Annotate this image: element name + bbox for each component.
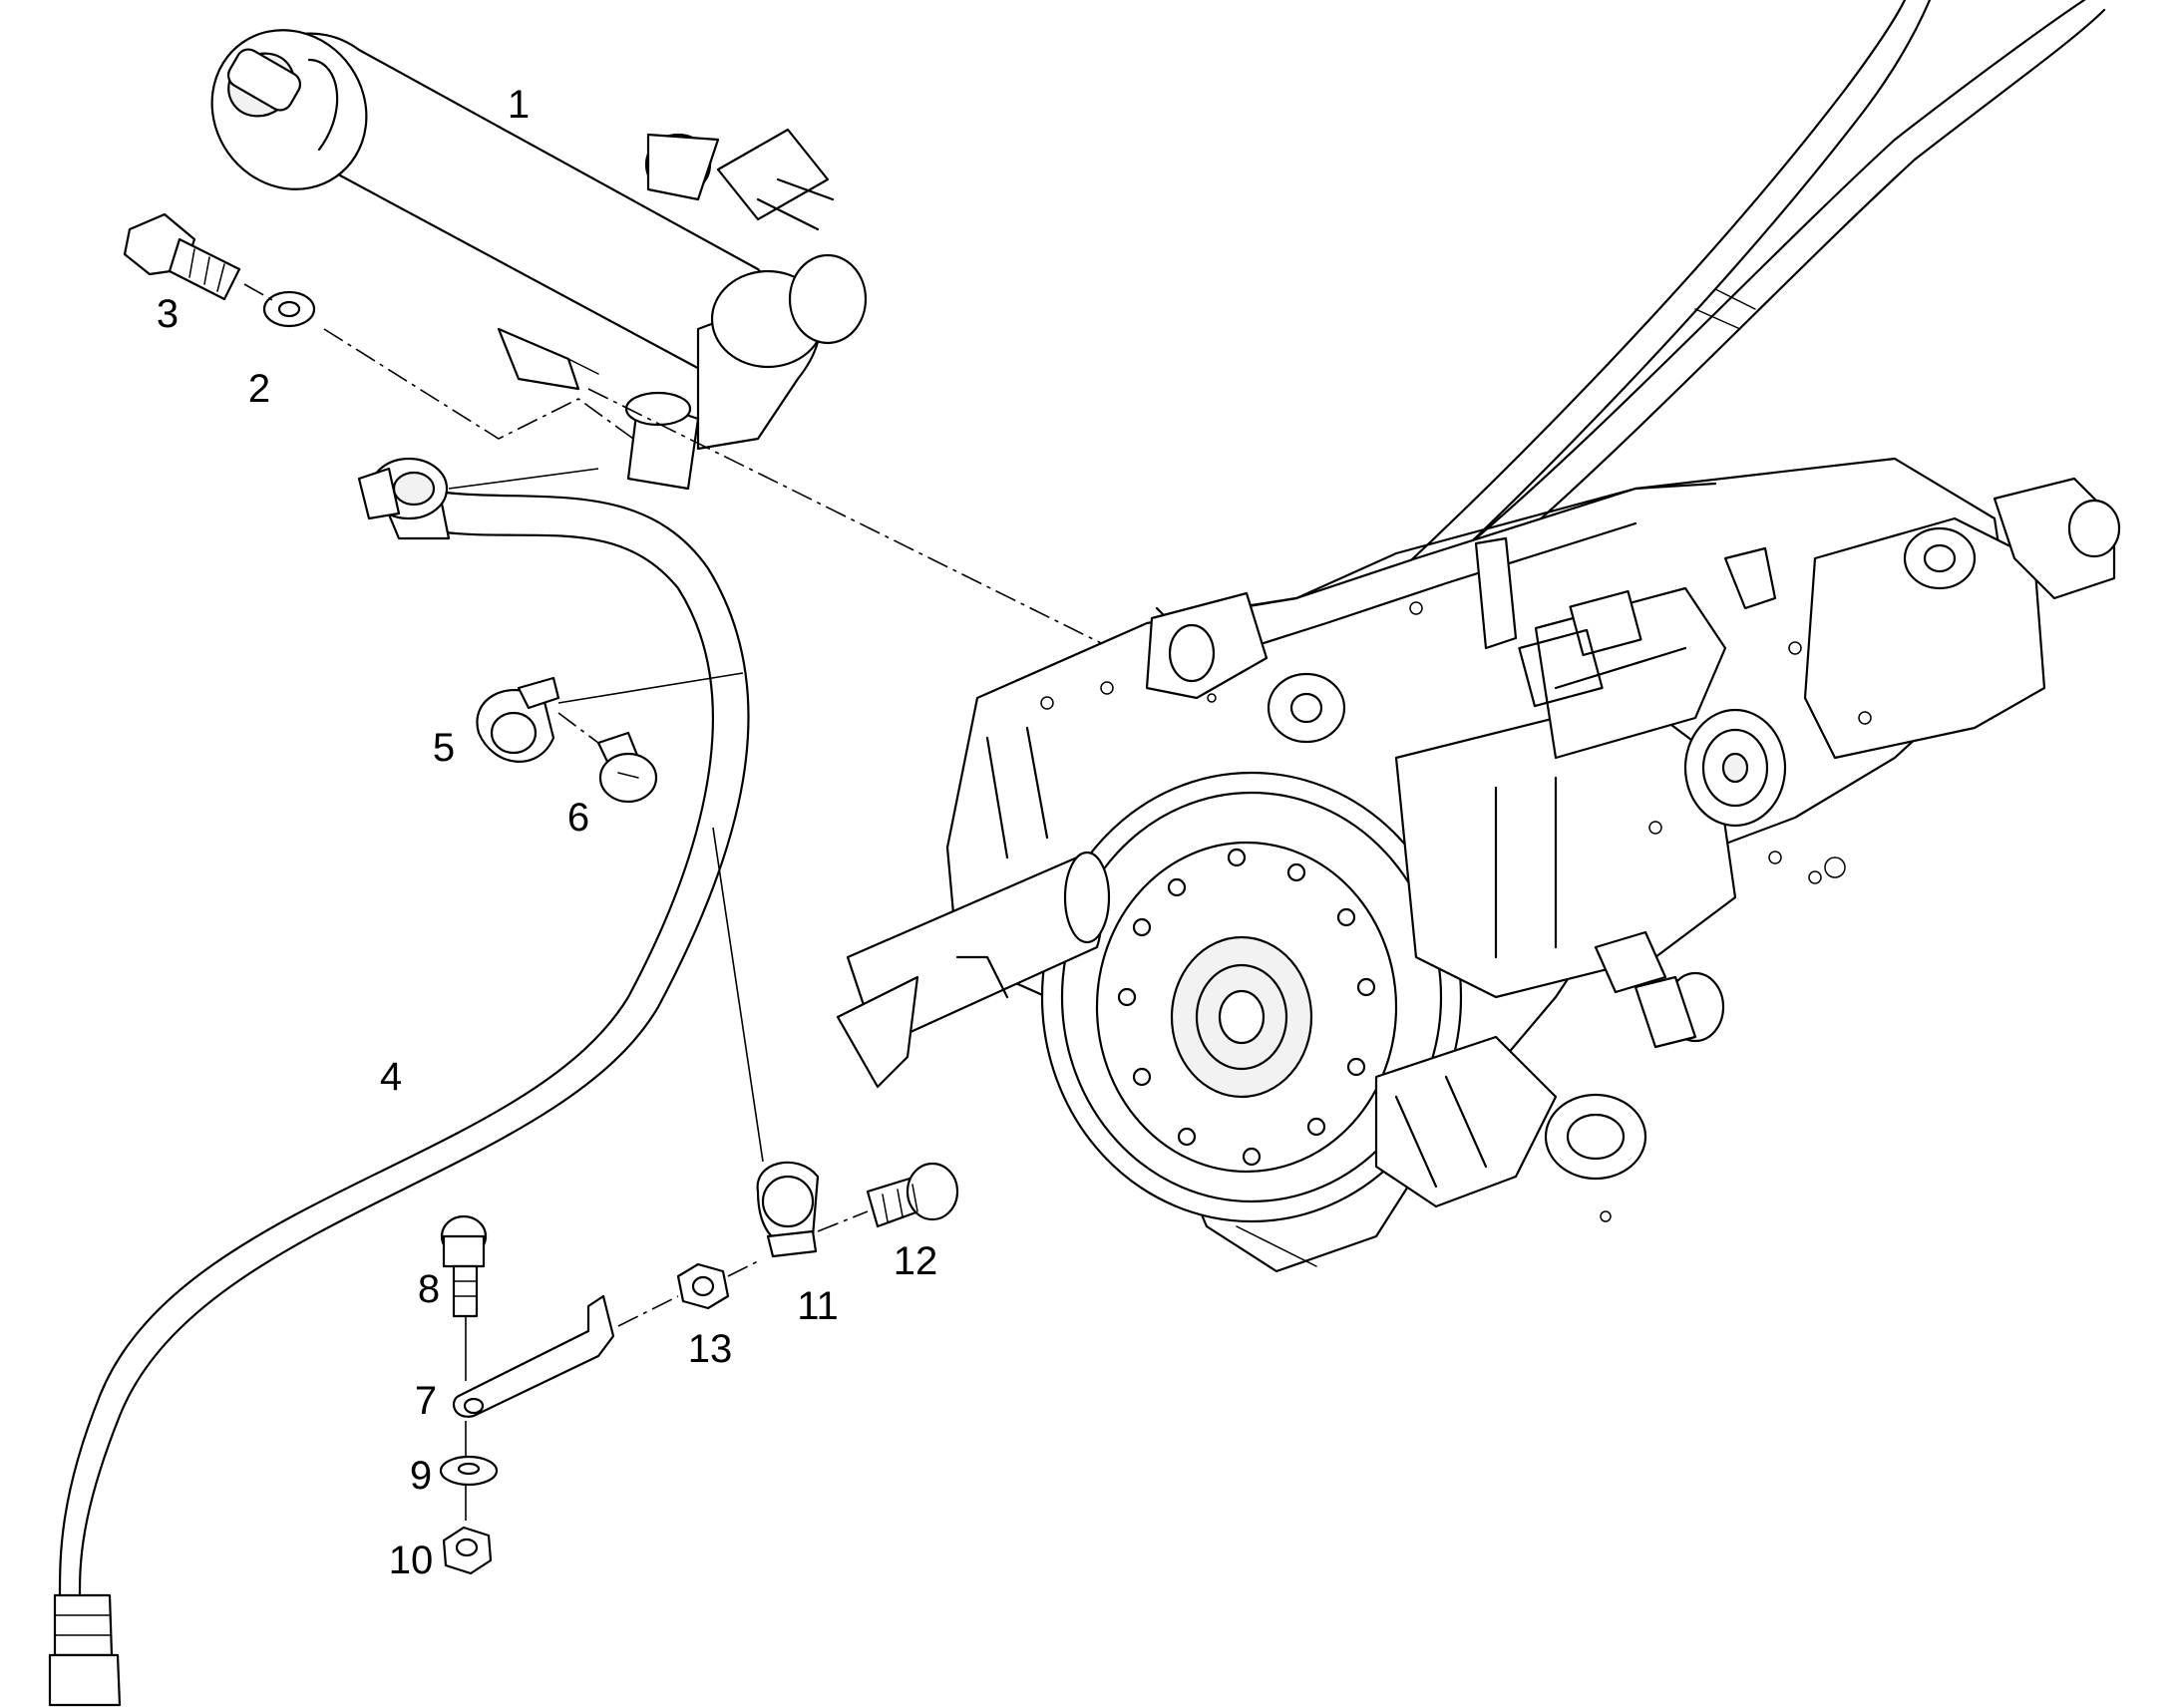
callout-3: 3 bbox=[157, 292, 179, 336]
nut-13 bbox=[676, 1262, 730, 1310]
screw-12 bbox=[866, 1162, 959, 1228]
transmission-assembly bbox=[836, 457, 2121, 1273]
washer-9 bbox=[439, 1455, 499, 1487]
washer-2 bbox=[262, 290, 316, 328]
centerline-bolt-bracket bbox=[243, 283, 634, 440]
hose-4 bbox=[48, 457, 750, 1707]
nut-10 bbox=[442, 1526, 493, 1575]
callout-7: 7 bbox=[415, 1379, 437, 1423]
centerline-screw-6 bbox=[557, 712, 599, 744]
screw-6 bbox=[596, 731, 658, 804]
callout-2: 2 bbox=[248, 367, 270, 411]
callout-12: 12 bbox=[894, 1239, 938, 1283]
callout-labels: 1 2 3 4 5 6 7 8 9 10 11 12 13 bbox=[157, 83, 937, 1582]
clamp-5 bbox=[476, 676, 560, 763]
callout-4: 4 bbox=[380, 1055, 402, 1099]
callout-10: 10 bbox=[389, 1538, 434, 1582]
leader-hose-clamp-11 bbox=[712, 827, 764, 1163]
callout-6: 6 bbox=[567, 796, 589, 840]
leader-clamp-5-hose bbox=[557, 672, 744, 704]
callout-9: 9 bbox=[410, 1454, 432, 1498]
bracket-7 bbox=[452, 1294, 615, 1418]
clamp-11 bbox=[756, 1161, 820, 1258]
callout-13: 13 bbox=[688, 1327, 733, 1371]
leader-hose-filter bbox=[448, 468, 599, 490]
callout-8: 8 bbox=[418, 1267, 440, 1311]
upper-hoses bbox=[1324, 0, 2106, 660]
screw-8 bbox=[440, 1214, 488, 1318]
callout-11: 11 bbox=[797, 1284, 839, 1328]
callout-1: 1 bbox=[508, 83, 530, 127]
bolt-3 bbox=[123, 212, 241, 301]
callout-5: 5 bbox=[433, 726, 455, 770]
centerline-nut-bracket bbox=[617, 1260, 759, 1327]
flywheel-bolts bbox=[1117, 848, 1376, 1167]
filter-assembly bbox=[210, 29, 868, 491]
centerline-screw-12 bbox=[817, 1210, 869, 1232]
